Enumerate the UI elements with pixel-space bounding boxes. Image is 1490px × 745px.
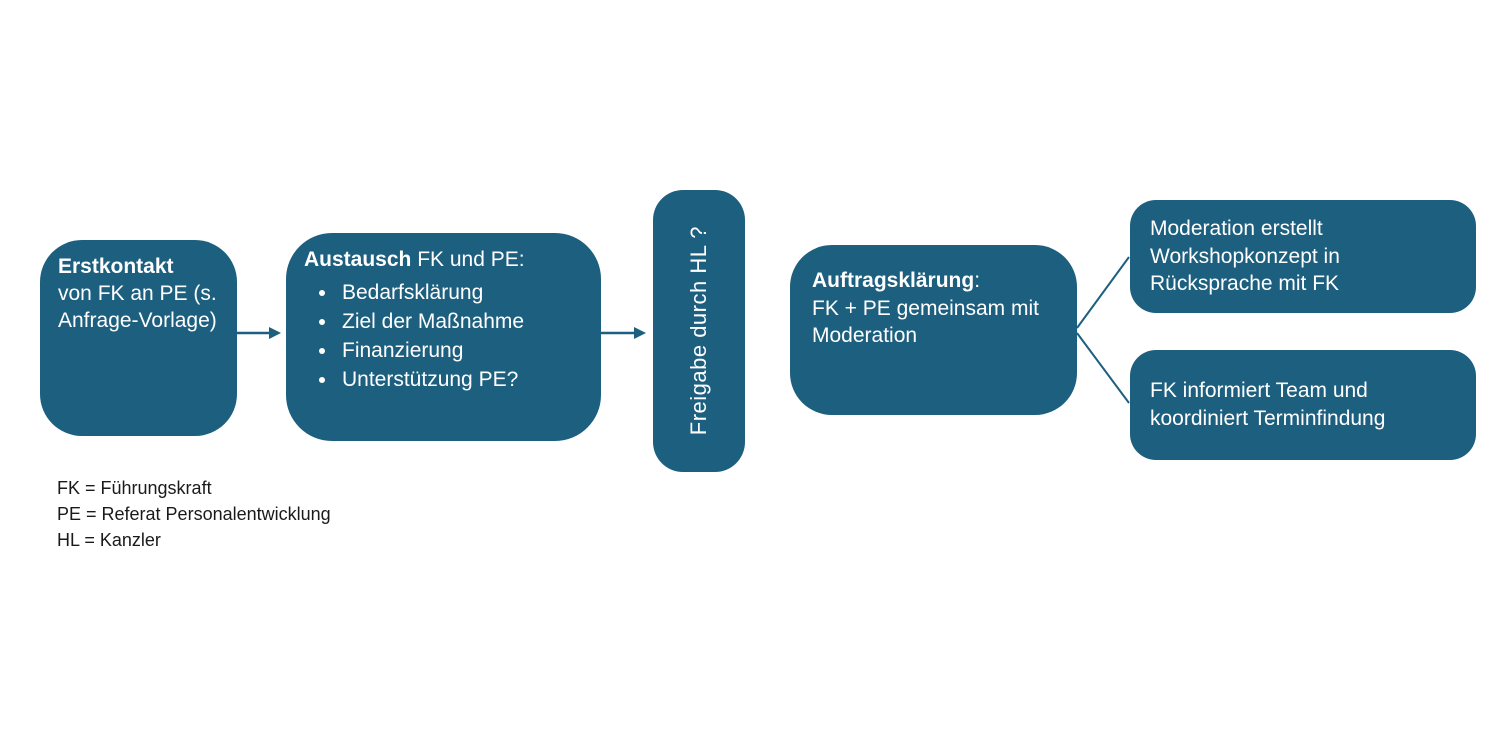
box-outcome-moderation-text: Moderation erstellt Workshopkonzept in R… [1150, 216, 1340, 296]
box-erstkontakt-body: von FK an PE (s. Anfrage-Vorlage) [58, 281, 217, 332]
box-erstkontakt: Erstkontakt von FK an PE (s. Anfrage-Vor… [40, 240, 237, 436]
box-outcome-moderation: Moderation erstellt Workshopkonzept in R… [1130, 200, 1476, 313]
box-austausch-title: Austausch FK und PE: [304, 248, 525, 271]
legend-line-pe: PE = Referat Personalentwicklung [57, 504, 331, 524]
bullet-item: Ziel der Maßnahme [338, 309, 585, 336]
gate-vertical-label: Freigabe durch HL ? [686, 226, 711, 436]
box-auftragsklaerung: Auftragsklärung: FK + PE gemeinsam mit M… [790, 245, 1077, 415]
box-austausch-bullet-list: Bedarfsklärung Ziel der Maßnahme Finanzi… [304, 280, 585, 394]
bullet-item: Finanzierung [338, 338, 585, 365]
legend-line-hl: HL = Kanzler [57, 530, 161, 550]
box-freigabe-gate: Freigabe durch HL ? [653, 190, 745, 472]
box-outcome-team: FK informiert Team und koordiniert Termi… [1130, 350, 1476, 460]
box-outcome-team-text: FK informiert Team und koordiniert Termi… [1150, 379, 1386, 430]
box-austausch: Austausch FK und PE: Bedarfsklärung Ziel… [286, 233, 601, 441]
box-erstkontakt-title: Erstkontakt [58, 255, 174, 278]
abbreviation-legend: FK = Führungskraft PE = Referat Personal… [57, 475, 331, 553]
box-auftragsklaerung-title: Auftragsklärung: [812, 269, 981, 292]
line-step3-to-outcome2 [1076, 332, 1130, 404]
line-step3-to-outcome1 [1076, 256, 1130, 329]
legend-line-fk: FK = Führungskraft [57, 478, 212, 498]
bullet-item: Bedarfsklärung [338, 280, 585, 307]
bullet-item: Unterstützung PE? [338, 367, 585, 394]
box-auftragsklaerung-body: FK + PE gemeinsam mit Moderation [812, 296, 1039, 348]
